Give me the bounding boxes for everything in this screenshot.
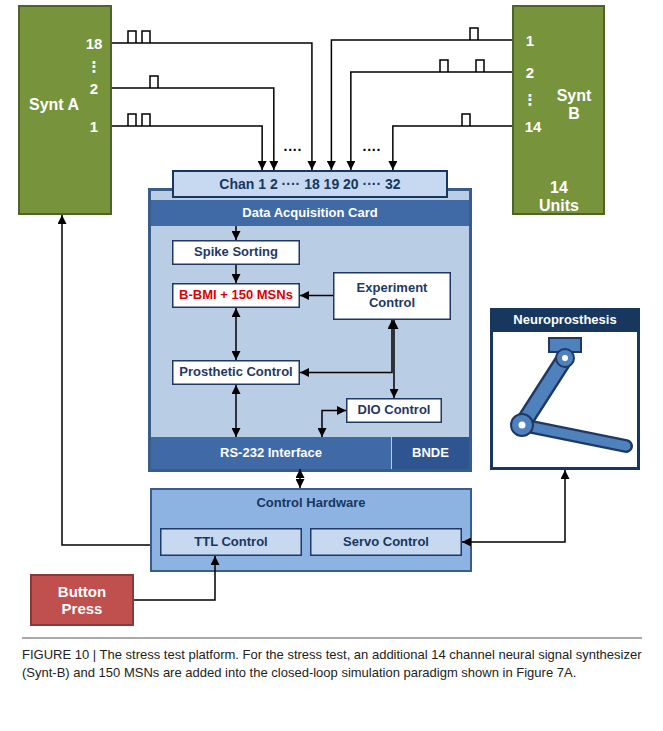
- channel-bar: Chan 1 2 ···· 18 19 20 ···· 32: [172, 170, 448, 198]
- hardware-box: Control HardwareTTL Control Servo Control: [150, 488, 472, 572]
- figure-caption: FIGURE 10 | The stress test platform. Fo…: [22, 646, 642, 682]
- pin-number: 1: [526, 33, 534, 48]
- connector-arrow: [235, 226, 237, 240]
- button-box: Button Press: [30, 574, 134, 626]
- node-text: Control Hardware: [256, 496, 365, 511]
- pin-number: 18: [86, 36, 103, 51]
- connector-arrow: [112, 43, 312, 170]
- node-text: Synt B: [557, 87, 592, 124]
- connector-arrow: [351, 72, 512, 170]
- node-text: Spike Sorting: [194, 245, 278, 260]
- ellipsis-mark: ····: [363, 143, 382, 157]
- node-text: DIO Control: [358, 403, 431, 418]
- process-box: Spike Sorting: [172, 240, 300, 265]
- pin-number: ⋮: [87, 59, 102, 74]
- pulse-waveform: [470, 28, 478, 40]
- connector-arrow: [299, 469, 301, 488]
- pulse-waveform: [128, 114, 150, 126]
- node-text: Prosthetic Control: [179, 365, 292, 380]
- connector-arrow: [300, 320, 392, 373]
- robot-arm: [511, 338, 626, 446]
- ellipsis-mark: ····: [284, 143, 303, 157]
- connector-arrow: [235, 308, 237, 360]
- connector-arrow: [112, 88, 274, 170]
- pulse-waveform: [462, 114, 470, 126]
- connector-arrow: [462, 470, 565, 542]
- connector-arrow: [393, 320, 395, 398]
- node-text: TTL Control: [194, 535, 267, 550]
- caption-rule: [22, 638, 642, 639]
- process-box: Experiment Control: [333, 272, 451, 320]
- pulse-waveform: [128, 31, 150, 43]
- acquisition-band: Data Acquisition Card: [151, 200, 469, 226]
- node-text: Neuroprosthesis: [490, 308, 640, 332]
- pin-number: 14: [525, 119, 542, 134]
- node-text: RS-232 Interface: [220, 446, 322, 461]
- pin-number: 2: [90, 81, 98, 96]
- node-text: B-BMI + 150 MSNs: [179, 288, 293, 303]
- pulse-waveform: [150, 76, 158, 88]
- node-text: Data Acquisition Card: [242, 206, 377, 221]
- control-box: TTL Control: [160, 528, 302, 556]
- connector-arrow: [331, 40, 512, 170]
- connector-arrow: [112, 126, 262, 170]
- node-text: 14 Units: [536, 179, 582, 216]
- connector-arrow: [62, 215, 150, 545]
- node-text: BNDE: [392, 437, 469, 469]
- connector-arrow: [393, 126, 512, 170]
- pin-number: 1: [90, 119, 98, 134]
- pulse-waveform: [440, 60, 484, 72]
- process-box: B-BMI + 150 MSNs: [172, 283, 300, 308]
- process-box: DIO Control: [346, 398, 442, 423]
- pin-number: ⋮: [523, 92, 538, 107]
- control-box: Servo Control: [310, 528, 462, 556]
- process-box: Prosthetic Control: [172, 360, 300, 385]
- node-text: Servo Control: [343, 535, 429, 550]
- node-text: Experiment Control: [333, 281, 451, 311]
- bnde-box: BNDE Data Acquisition CardSpike SortingB-…: [148, 188, 472, 472]
- neuroprosthesis-box: Neuroprosthesis: [490, 308, 640, 470]
- node-text: Synt A: [29, 96, 79, 114]
- node-text: Button Press: [56, 583, 108, 618]
- connector-arrow: [134, 556, 215, 600]
- connector-arrow: [322, 411, 346, 438]
- node-text: Chan 1 2 ···· 18 19 20 ···· 32: [219, 176, 400, 192]
- interface-band: RS-232 Interface: [151, 437, 391, 469]
- connector-arrow: [300, 295, 333, 297]
- connector-arrow: [235, 385, 237, 437]
- connector-arrow: [235, 265, 237, 283]
- pin-number: 2: [526, 65, 534, 80]
